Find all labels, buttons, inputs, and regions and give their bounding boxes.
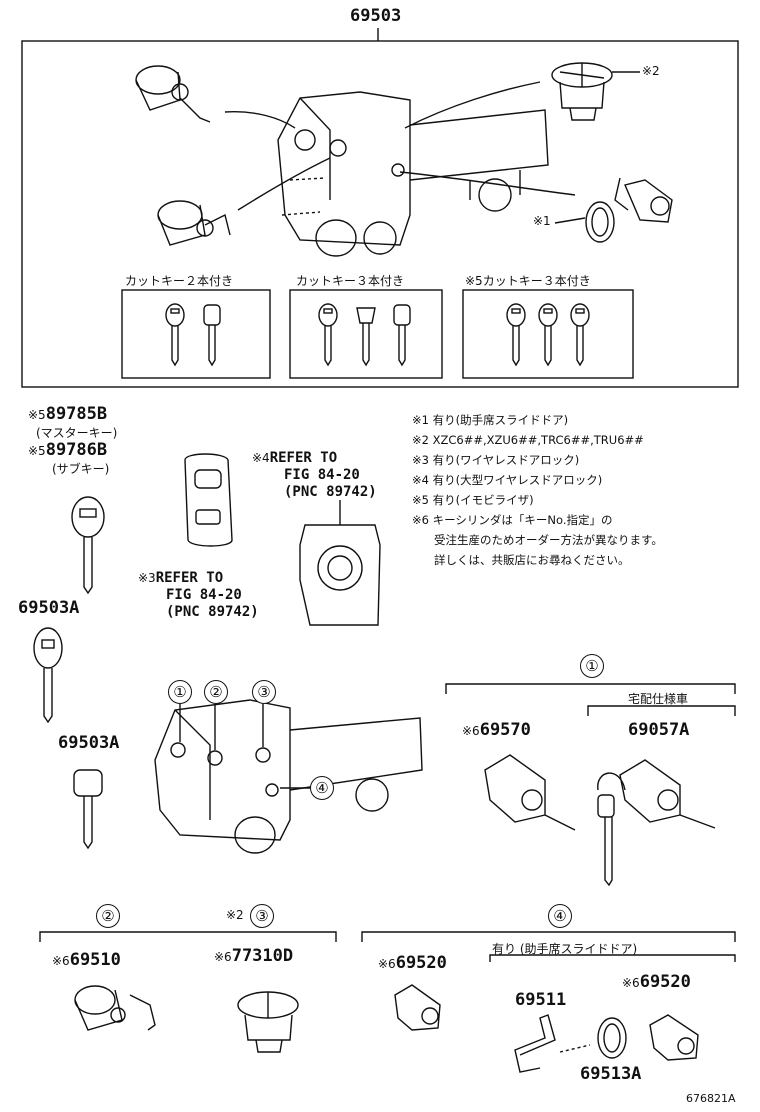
key-icon [506, 303, 526, 367]
master-key-desc: (マスターキー) [36, 426, 118, 440]
key-icon [165, 303, 185, 367]
section-1-sub-label: 宅配仕様車 [628, 692, 689, 706]
section-2-number: ② [96, 904, 120, 928]
truck-illustration-top [277, 91, 549, 257]
key-group-box-1 [121, 289, 271, 379]
door-cylinder-icon [394, 984, 441, 1031]
arrow-line-3 [404, 81, 541, 129]
door-cylinder-icon [484, 754, 576, 831]
remote-transmitter-icon [184, 453, 233, 547]
key-part-69503a-1: 69503A [18, 598, 80, 618]
section23-bracket [39, 931, 337, 942]
key-cylinder-icon [135, 65, 211, 123]
ref-note-4: ※4REFER TO FIG 84-20 (PNC 89742) [252, 450, 377, 500]
section-4-part-b: ※669520 [622, 972, 691, 992]
section-2-part: ※669510 [52, 950, 121, 970]
section4-sub-bracket [489, 954, 736, 962]
key-icon [538, 303, 558, 367]
arrow-line-2 [237, 157, 331, 211]
arrow-line-1 [224, 110, 296, 129]
key-icon [33, 627, 63, 724]
section1-sub-bracket [587, 705, 736, 716]
truck-callout-3: ③ [252, 680, 276, 704]
footnote-2: ※2 XZC6##,XZU6##,TRC6##,TRU6## [412, 433, 644, 447]
fuel-cap-icon [237, 991, 299, 1053]
section-4-part-a: ※669520 [378, 953, 447, 973]
sub-key-part: ※589786B [28, 440, 108, 460]
door-cylinder-icon [597, 759, 716, 887]
master-key-icon [71, 496, 105, 595]
figure-id: 676821A [686, 1092, 736, 1105]
wireless-lock-icon [299, 500, 381, 626]
seal-ring-icon [585, 201, 615, 243]
key-icon [73, 769, 103, 850]
key-icon [393, 304, 411, 367]
fuel-cap-icon [551, 62, 613, 121]
section4-bracket [361, 931, 736, 942]
truck-callout-1: ① [168, 680, 192, 704]
section-1-part-b: 69057A [628, 720, 690, 740]
truck-callout-4: ④ [310, 776, 334, 800]
section-4-number: ④ [548, 904, 572, 928]
section-1-part-a: ※669570 [462, 720, 531, 740]
door-cylinder-icon [649, 1014, 699, 1061]
section-3-prefix: ※2 [226, 908, 244, 922]
key-group-label-1: カットキー２本付き [125, 274, 234, 288]
leader-mark1 [554, 217, 586, 224]
key-icon [570, 303, 590, 367]
section-1-number: ① [580, 654, 604, 678]
key-icon [318, 303, 338, 367]
section1-bracket [445, 683, 736, 694]
seal-ring-icon [597, 1017, 627, 1059]
section-4-part-c: 69511 [515, 990, 567, 1010]
note-mark-2: ※2 [642, 64, 660, 78]
master-key-part: ※589785B [28, 404, 108, 424]
rod-clip-icon [514, 1014, 591, 1073]
top-assembly-frame [21, 40, 739, 388]
footnote-6-cont-1: 受注生産のためオーダー方法が異なります。 [434, 533, 663, 547]
key-cylinder-icon [157, 200, 231, 246]
part-number-main: 69503 [350, 6, 402, 26]
key-icon [356, 307, 376, 367]
ref-note-3: ※3REFER TO FIG 84-20 (PNC 89742) [138, 570, 259, 620]
arrow-line-4 [399, 171, 576, 196]
key-group-box-2 [289, 289, 443, 379]
section-4-sub-label: 有り (助手席スライドドア) [492, 942, 638, 956]
truck-callout-2: ② [204, 680, 228, 704]
ignition-cylinder-icon [74, 985, 156, 1031]
footnote-6: ※6 キーシリンダは「キーNo.指定」の [412, 513, 613, 527]
truck-illustration-bottom [154, 699, 423, 854]
footnote-6-cont-2: 詳しくは、共販店にお尋ねください。 [434, 553, 630, 567]
footnote-1: ※1 有り(助手席スライドドア) [412, 413, 569, 427]
key-icon [203, 304, 221, 367]
section-3-number: ③ [250, 904, 274, 928]
key-group-box-3 [462, 289, 634, 379]
footnote-3: ※3 有り(ワイヤレスドアロック) [412, 453, 580, 467]
key-part-69503a-2: 69503A [58, 733, 120, 753]
footnote-4: ※4 有り(大型ワイヤレスドアロック) [412, 473, 603, 487]
key-group-label-2: カットキー３本付き [296, 274, 405, 288]
key-group-label-3: ※5カットキー３本付き [465, 274, 591, 288]
sub-key-desc: (サブキー) [52, 462, 110, 476]
footnote-5: ※5 有り(イモビライザ) [412, 493, 534, 507]
section-3-part: ※677310D [214, 946, 294, 966]
door-cylinder-icon [614, 177, 673, 223]
section-4-part-d: 69513A [580, 1064, 642, 1084]
note-mark-1: ※1 [533, 214, 551, 228]
